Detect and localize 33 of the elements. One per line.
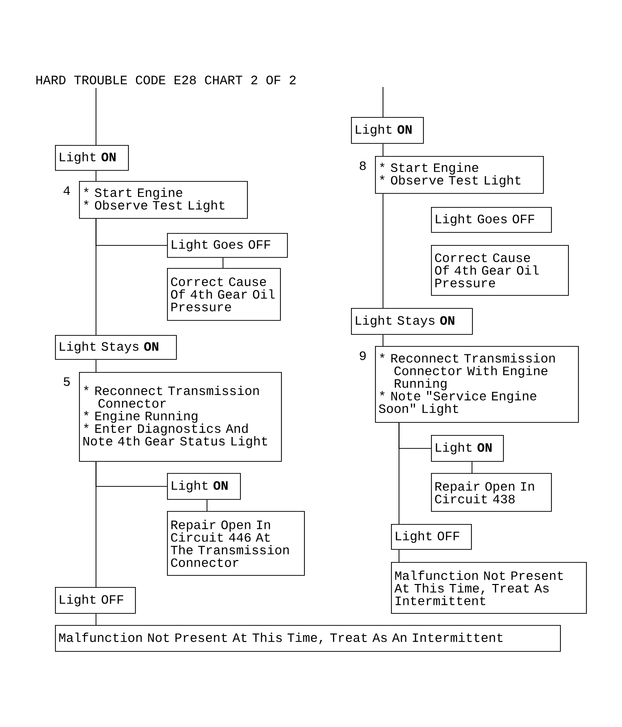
step-number: 8 xyxy=(360,161,366,170)
action-box: Malfunction Not Present At This Time, Treat As Intermittent xyxy=(391,562,587,614)
step-number: 5 xyxy=(64,377,70,386)
condition-box: Light ON xyxy=(55,145,129,171)
connector-line xyxy=(382,143,384,156)
connector-line xyxy=(398,422,400,524)
condition-box: Light Stays ON xyxy=(55,335,177,360)
step-box: * Reconnect Transmission Connector * Engine Running * Enter Diagnostics And Note 4th Gear Status Light xyxy=(79,372,282,462)
chart-title: HARD TROUBLE CODE E28 CHART 2 OF 2 xyxy=(36,76,296,84)
condition-box: Light OFF xyxy=(55,587,136,614)
connector-line xyxy=(382,86,384,118)
condition-box: Light ON xyxy=(167,473,241,500)
condition-box: Light ON xyxy=(351,117,424,144)
condition-box: Light Goes OFF xyxy=(431,207,552,233)
connector-line xyxy=(398,549,400,562)
connector-line xyxy=(382,334,384,346)
action-box: Repair Open In Circuit 446 At The Transmission Connector xyxy=(167,511,305,576)
action-box: Correct Cause Of 4th Gear Oil Pressure xyxy=(167,268,281,321)
condition-box: Light Goes OFF xyxy=(167,233,288,258)
action-box: Repair Open In Circuit 438 xyxy=(431,473,552,512)
step-box: * Start Engine * Observe Test Light xyxy=(375,156,544,194)
connector-line xyxy=(206,499,208,512)
connector-line xyxy=(382,193,384,308)
connector-line xyxy=(222,257,224,268)
action-box: Correct Cause Of 4th Gear Oil Pressure xyxy=(431,245,569,296)
action-box: Malfunction Not Present At This Time, Treat As An Intermittent xyxy=(55,625,561,652)
condition-box: Light OFF xyxy=(391,524,472,550)
step-number: 4 xyxy=(64,186,70,195)
step-number: 9 xyxy=(360,351,366,360)
condition-box: Light ON xyxy=(431,435,504,462)
condition-box: Light Stays ON xyxy=(351,308,473,335)
step-box: * Reconnect Transmission Connector With Engine Running * Note "Service Engine Soon" Light xyxy=(375,346,579,423)
step-box: * Start Engine * Observe Test Light xyxy=(79,181,248,219)
